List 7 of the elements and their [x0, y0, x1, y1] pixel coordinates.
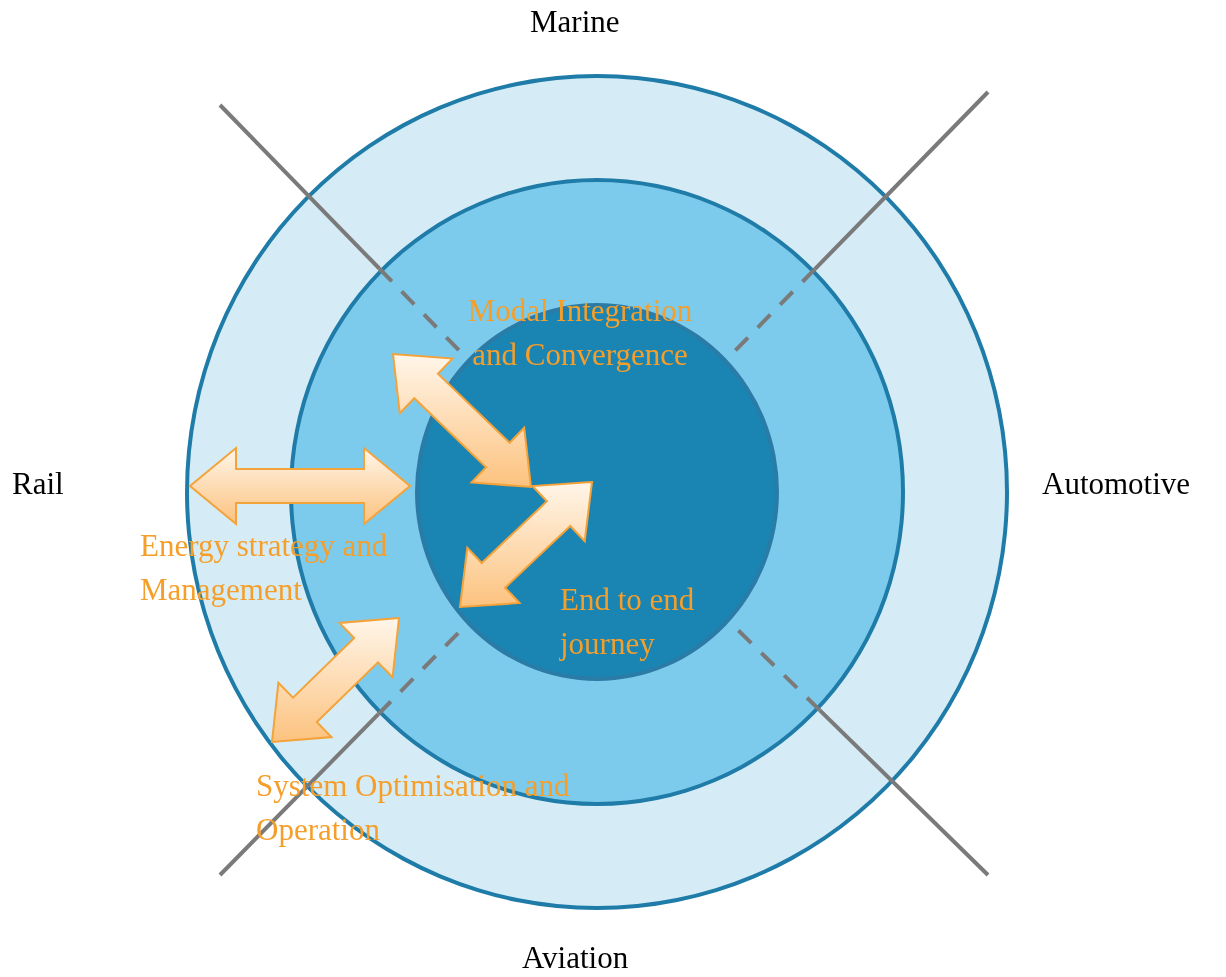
ring-label: Modal Integration and Convergence [466, 292, 694, 374]
ring-label: End to end journey [560, 581, 696, 663]
double-arrow [188, 445, 412, 527]
sector-label: Rail [12, 466, 64, 502]
sector-label: Aviation [522, 940, 629, 976]
sector-label: Automotive [1042, 466, 1191, 502]
sector-label: Marine [530, 4, 620, 40]
